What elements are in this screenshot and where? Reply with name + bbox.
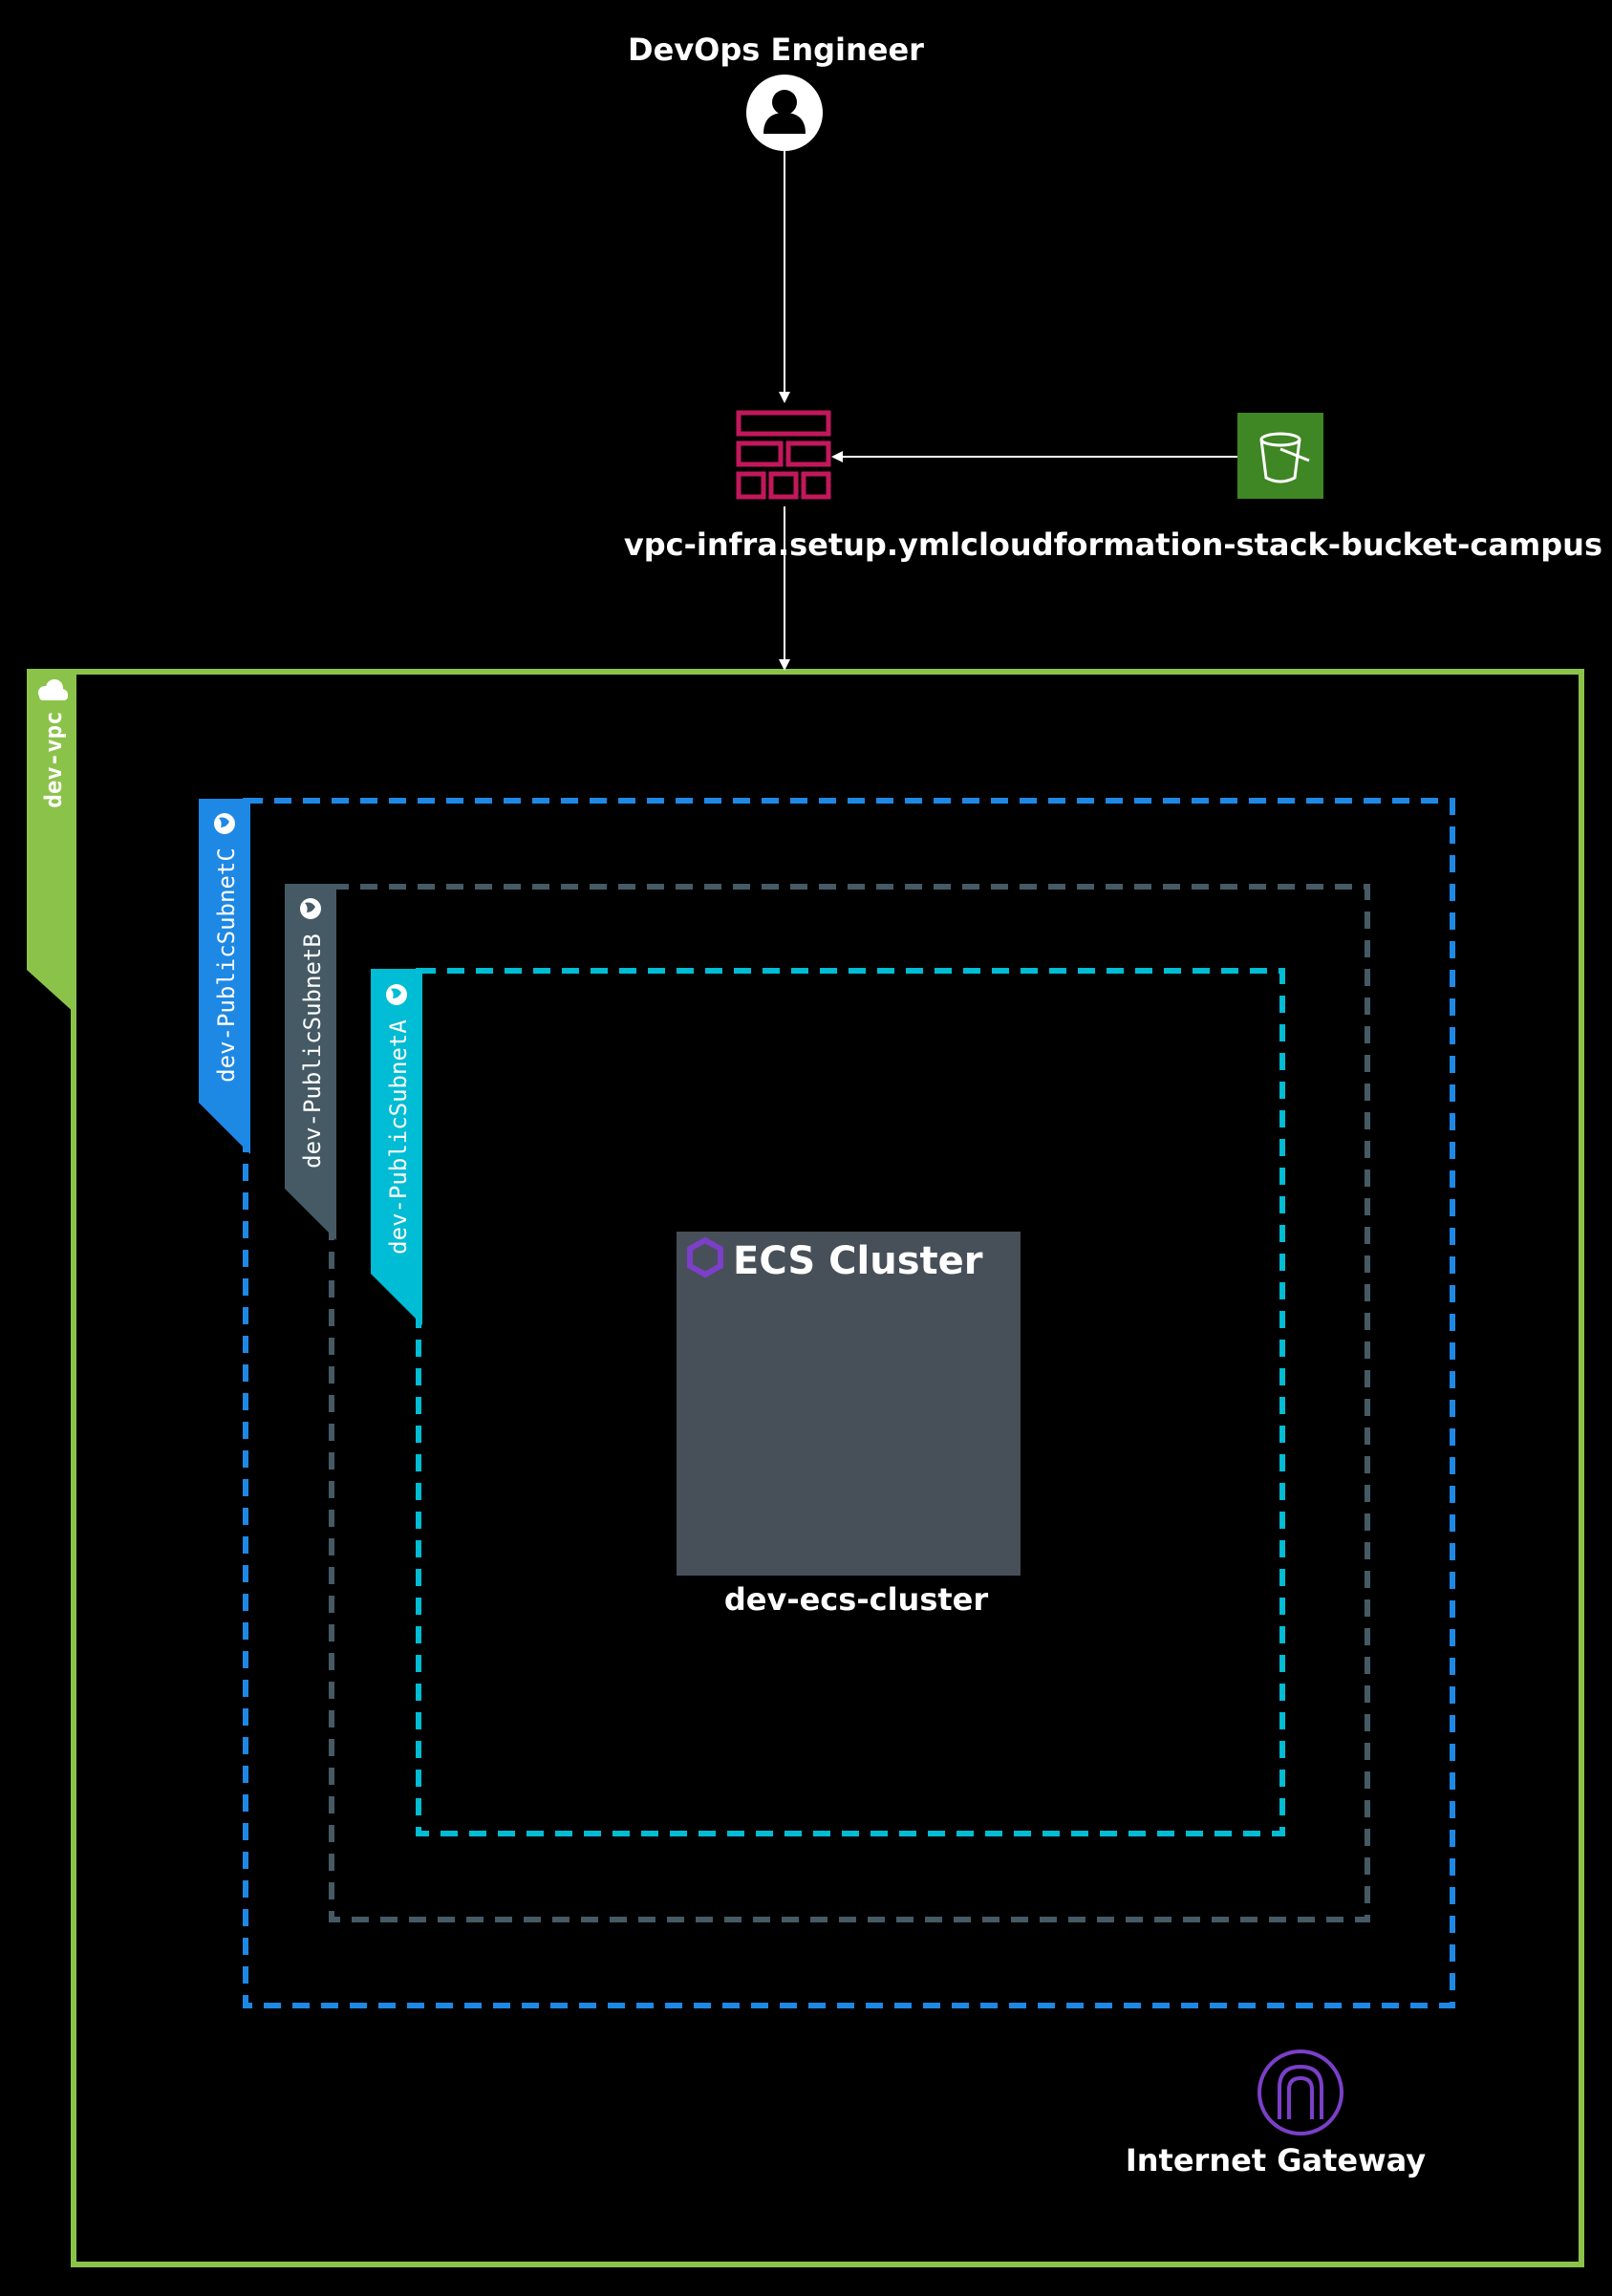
cloudformation-template-icon [736,410,831,500]
subnet-a-border [416,968,1285,1836]
cloud-icon [38,679,68,700]
internet-gateway-label: Internet Gateway [1126,2142,1426,2178]
globe-icon [300,898,321,919]
subnet-b-tab[interactable]: dev-PublicSubnetB [285,884,336,1240]
bucket-label: cloudformation-stack-bucket-campus [960,526,1602,563]
s3-bucket-icon [1237,413,1323,499]
ecs-hexagon-icon [687,1236,723,1278]
user-icon [746,75,823,151]
template-label: vpc-infra.setup.yml [624,526,960,563]
ecs-cluster[interactable]: ECS Cluster [677,1232,1021,1576]
vpc-tab[interactable]: dev-vpc [27,669,76,1015]
subnet-c-border [243,798,1455,2008]
devops-engineer-label: DevOps Engineer [628,32,924,68]
internet-gateway[interactable]: Internet Gateway [1126,2049,1426,2178]
devops-engineer[interactable]: DevOps Engineer [628,32,924,151]
vpc-border [71,669,1584,2267]
internet-gateway-icon [1257,2049,1343,2135]
subnet-c-tab[interactable]: dev-PublicSubnetC [199,799,250,1154]
s3-bucket[interactable]: cloudformation-stack-bucket-campus [960,413,1602,563]
vpc-label: dev-vpc [40,711,67,807]
ecs-cluster-label: dev-ecs-cluster [724,1581,989,1618]
globe-icon [386,984,407,1005]
subnet-a-tab[interactable]: dev-PublicSubnetA [371,969,422,1325]
subnet-c-label: dev-PublicSubnetC [213,848,240,1083]
ecs-cluster-title: ECS Cluster [733,1239,983,1283]
cloudformation-template[interactable]: vpc-infra.setup.yml [624,410,960,563]
globe-icon [214,813,235,834]
subnet-a-label: dev-PublicSubnetA [385,1019,412,1255]
subnet-b-label: dev-PublicSubnetB [299,933,326,1169]
subnet-b-border [329,884,1370,1922]
